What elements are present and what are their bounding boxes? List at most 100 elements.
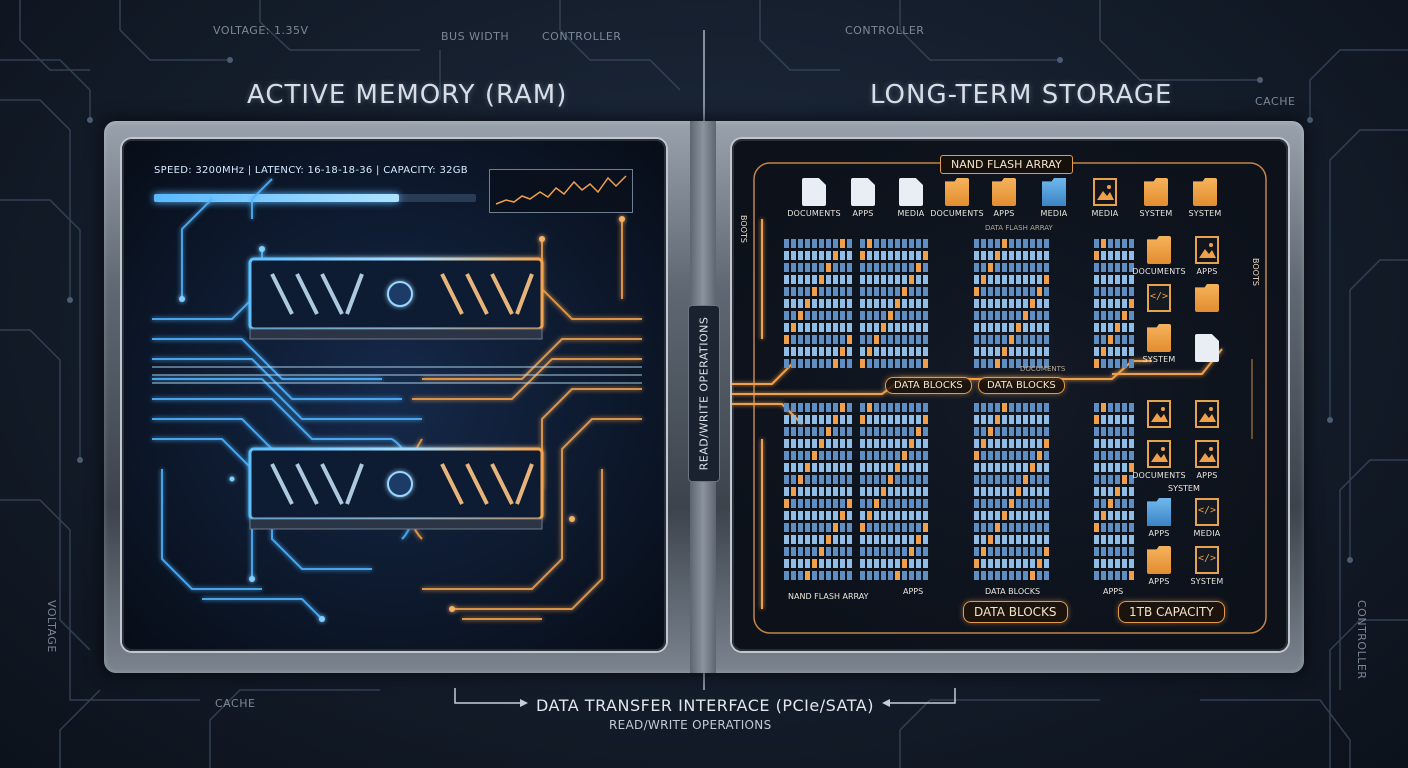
file-item[interactable]: APPS	[975, 178, 1033, 218]
nand-cell	[902, 311, 907, 320]
nand-cell	[1023, 323, 1028, 332]
nand-cell	[974, 359, 979, 368]
nand-cell	[812, 439, 817, 448]
nand-cell	[895, 439, 900, 448]
nand-cell	[1129, 547, 1134, 556]
file-item[interactable]: MEDIA	[1076, 178, 1134, 218]
nand-cell	[860, 487, 865, 496]
file-item[interactable]: </>	[1130, 284, 1188, 315]
nand-cell	[1115, 275, 1120, 284]
nand-cell	[819, 559, 824, 568]
nand-cell	[1129, 451, 1134, 460]
image-icon	[1147, 440, 1171, 468]
nand-cell	[1009, 251, 1014, 260]
nand-cell	[847, 311, 852, 320]
nand-cell	[981, 547, 986, 556]
nand-cell	[888, 475, 893, 484]
file-item[interactable]: DOCUMENTS	[1130, 236, 1188, 276]
code-icon: </>	[1147, 284, 1171, 312]
nand-cell	[974, 275, 979, 284]
nand-cell	[1115, 571, 1120, 580]
nand-cell	[881, 311, 886, 320]
nand-cell	[805, 427, 810, 436]
nand-cell	[1108, 487, 1113, 496]
nand-cell	[798, 511, 803, 520]
nand-cell	[819, 311, 824, 320]
nand-cell	[833, 475, 838, 484]
nand-cell	[1122, 475, 1127, 484]
ram-module-bottom	[248, 447, 544, 530]
file-item[interactable]: SYSTEM	[1127, 178, 1185, 218]
nand-cell	[974, 403, 979, 412]
nand-cell	[995, 359, 1000, 368]
nand-cell	[888, 499, 893, 508]
nand-cell	[988, 311, 993, 320]
nand-cell	[791, 511, 796, 520]
nand-cell	[805, 547, 810, 556]
nand-cell	[909, 263, 914, 272]
file-item[interactable]	[1178, 400, 1236, 431]
nand-cell	[1044, 251, 1049, 260]
nand-cell	[784, 463, 789, 472]
file-item[interactable]: DOCUMENTS	[1130, 440, 1188, 480]
file-item[interactable]: MEDIA	[1025, 178, 1083, 218]
nand-cell	[840, 299, 845, 308]
nand-cell	[974, 547, 979, 556]
ram-circuit	[132, 178, 656, 622]
nand-cell	[1002, 239, 1007, 248]
file-item[interactable]	[1130, 400, 1188, 431]
nand-cell	[812, 251, 817, 260]
nand-cell	[1030, 535, 1035, 544]
file-item[interactable]: SYSTEM	[1176, 178, 1234, 218]
nand-cell	[923, 403, 928, 412]
nand-cell	[923, 571, 928, 580]
nand-cell	[981, 427, 986, 436]
nand-cell	[923, 335, 928, 344]
nand-cell	[826, 251, 831, 260]
nand-cell	[888, 415, 893, 424]
file-item-label: MEDIA	[897, 209, 925, 218]
nand-cell	[1030, 439, 1035, 448]
nand-cell	[819, 475, 824, 484]
nand-cell	[847, 359, 852, 368]
nand-cell	[1108, 547, 1113, 556]
nand-cell	[833, 547, 838, 556]
nand-cell	[974, 535, 979, 544]
nand-cell	[1122, 427, 1127, 436]
folder-icon	[1147, 324, 1171, 352]
file-item[interactable]: SYSTEM	[1130, 324, 1188, 364]
file-item[interactable]: APPS	[1130, 546, 1188, 586]
nand-cell	[1094, 571, 1099, 580]
file-item[interactable]	[1178, 284, 1236, 315]
nand-cell	[840, 323, 845, 332]
nand-cell	[1044, 335, 1049, 344]
nand-cell	[1115, 427, 1120, 436]
nand-cell	[784, 511, 789, 520]
nand-cell	[1108, 499, 1113, 508]
nand-cell	[860, 535, 865, 544]
nand-cell	[1044, 511, 1049, 520]
nand-cell	[988, 511, 993, 520]
file-item[interactable]: </>SYSTEM	[1178, 546, 1236, 586]
nand-cell	[916, 239, 921, 248]
file-item[interactable]: APPS	[834, 178, 892, 218]
nand-cell	[791, 403, 796, 412]
nand-cell	[1044, 523, 1049, 532]
file-item[interactable]: DOCUMENTS	[785, 178, 843, 218]
nand-cell	[867, 547, 872, 556]
nand-cell	[840, 547, 845, 556]
nand-cell	[798, 571, 803, 580]
file-item[interactable]: APPS	[1130, 498, 1188, 538]
file-item[interactable]: MEDIA	[882, 178, 940, 218]
nand-cell	[1101, 511, 1106, 520]
nand-cell	[847, 559, 852, 568]
file-item[interactable]: APPS	[1178, 236, 1236, 276]
file-item[interactable]: APPS	[1178, 440, 1236, 480]
file-item[interactable]	[1178, 334, 1236, 365]
nand-cell	[833, 499, 838, 508]
nand-cell	[881, 403, 886, 412]
nand-cell	[826, 347, 831, 356]
nand-cell	[833, 311, 838, 320]
file-item[interactable]: </>MEDIA	[1178, 498, 1236, 538]
file-item[interactable]: DOCUMENTS	[928, 178, 986, 218]
